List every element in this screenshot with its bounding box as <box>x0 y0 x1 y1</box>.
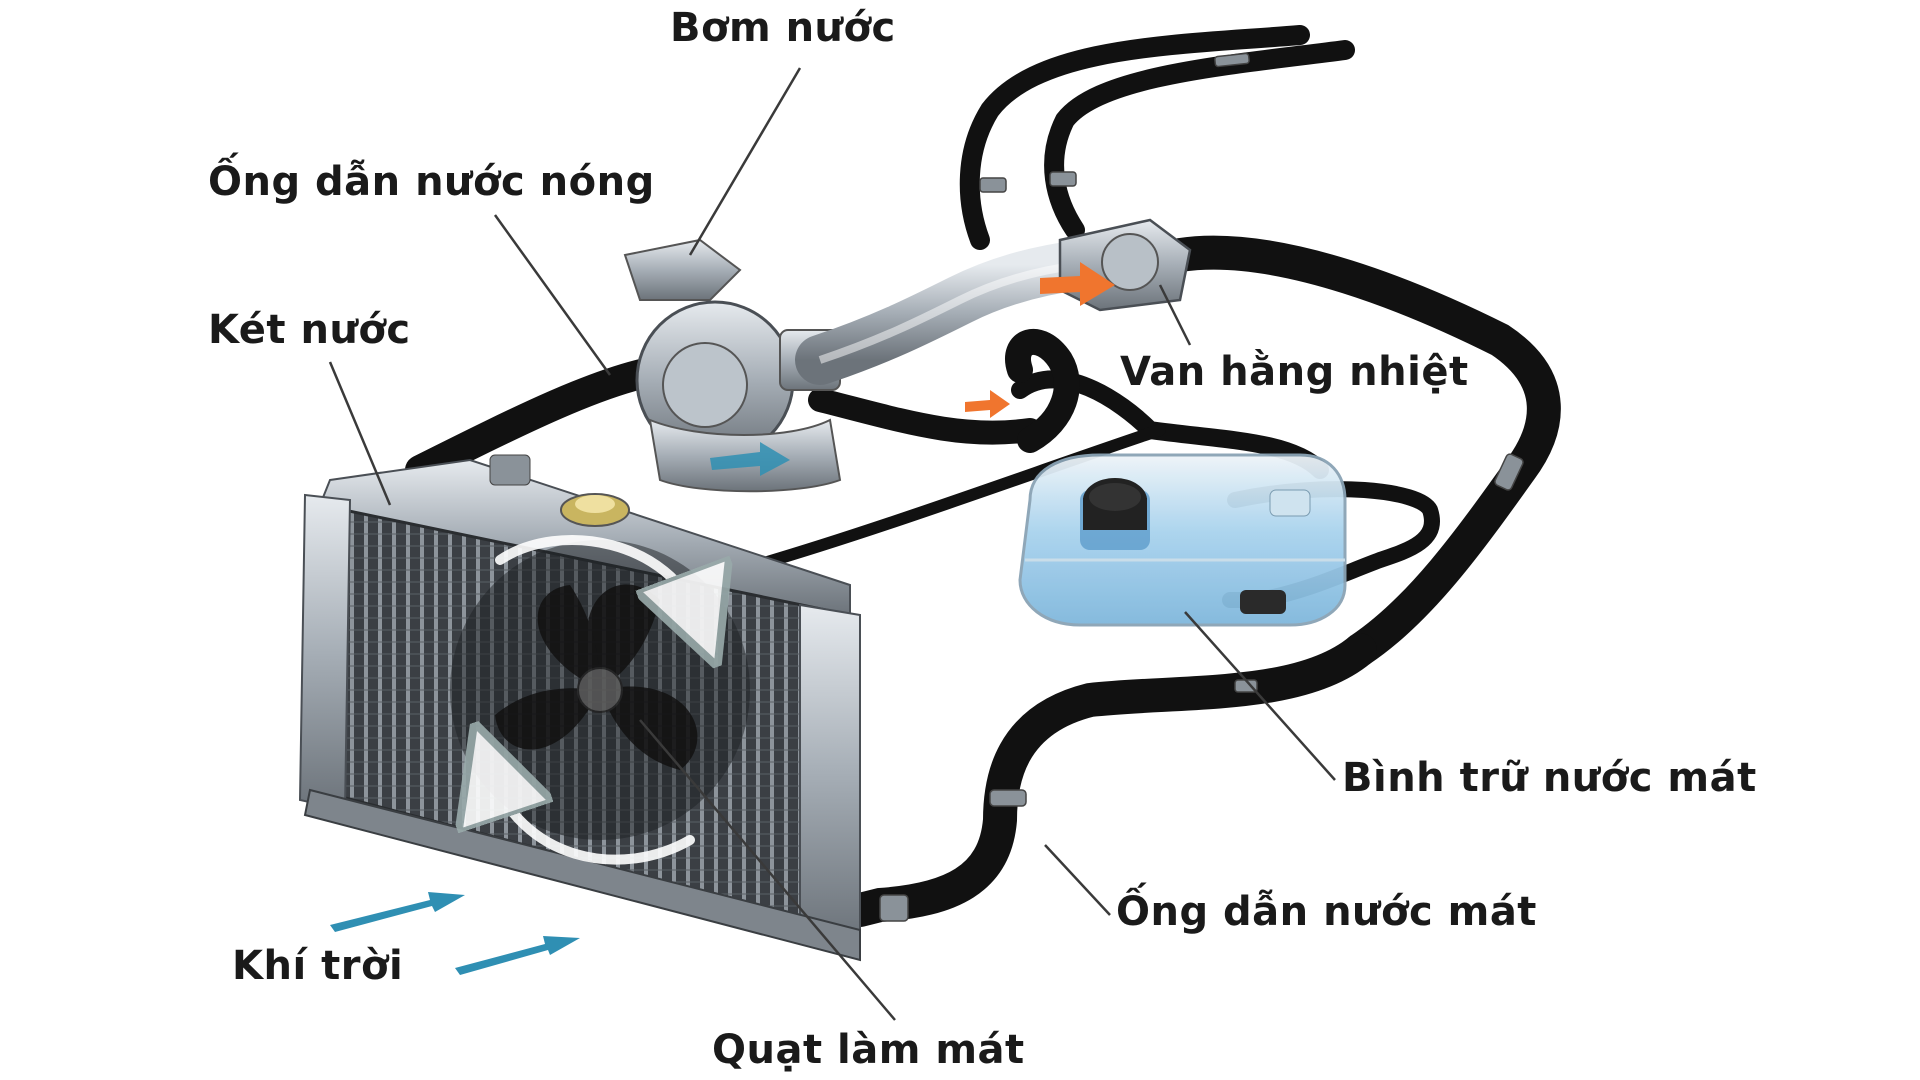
leader-lines <box>328 67 1336 1021</box>
label-coolant-reservoir: Bình trữ nước mát <box>1342 755 1757 801</box>
label-cold-water-pipe: Ống dẫn nước mát <box>1116 889 1537 935</box>
radiator-vent-hose <box>734 424 1166 576</box>
lower-pump-hose <box>808 388 1042 445</box>
hose-clamps <box>879 52 1524 922</box>
pump-bypass-hose <box>965 328 1080 453</box>
leader-thermostat <box>1158 284 1192 346</box>
airflow-arrow-icon <box>455 936 580 975</box>
leader-reservoir <box>1184 611 1336 781</box>
label-thermostat: Van hằng nhiệt <box>1120 349 1469 395</box>
label-radiator: Két nước <box>208 307 411 353</box>
label-outside-air: Khí trời <box>232 943 404 989</box>
cold-water-hose <box>843 633 1377 927</box>
leader-fan <box>639 719 896 1021</box>
upper-heater-hose-1 <box>959 25 1310 250</box>
bypass-flow-arrow <box>965 390 1010 418</box>
label-cooling-fan: Quạt làm mát <box>712 1027 1025 1073</box>
leader-pump <box>688 67 802 256</box>
coolant-reservoir-icon <box>1018 453 1347 627</box>
thermostat-outlet-hose <box>1163 235 1561 667</box>
thermostat-housing-icon <box>1040 218 1192 312</box>
label-hot-water-pipe: Ống dẫn nước nóng <box>208 159 655 205</box>
leader-hot-pipe <box>493 214 612 376</box>
leader-radiator <box>328 361 392 506</box>
hot-water-hose <box>405 355 675 485</box>
airflow-arrows <box>330 892 580 975</box>
pump-inlet-arrow <box>710 442 790 476</box>
fan-rotation-arrows <box>490 535 700 865</box>
leader-cold-pipe <box>1044 844 1111 916</box>
label-water-pump: Bơm nước <box>670 5 896 51</box>
hot-flow-arrow <box>1040 262 1115 306</box>
airflow-arrow-icon <box>330 892 465 932</box>
metal-pipe <box>795 240 1105 385</box>
upper-heater-hose-2 <box>1044 40 1355 240</box>
